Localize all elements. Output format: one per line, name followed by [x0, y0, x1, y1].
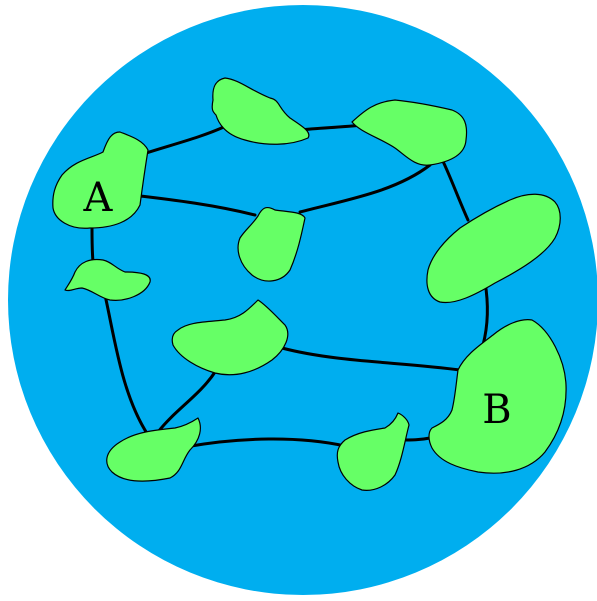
- ocean-disc: [8, 5, 597, 595]
- label-b: B: [482, 387, 511, 433]
- link-a-to-small-left-island: [92, 228, 93, 262]
- label-a: A: [83, 175, 114, 221]
